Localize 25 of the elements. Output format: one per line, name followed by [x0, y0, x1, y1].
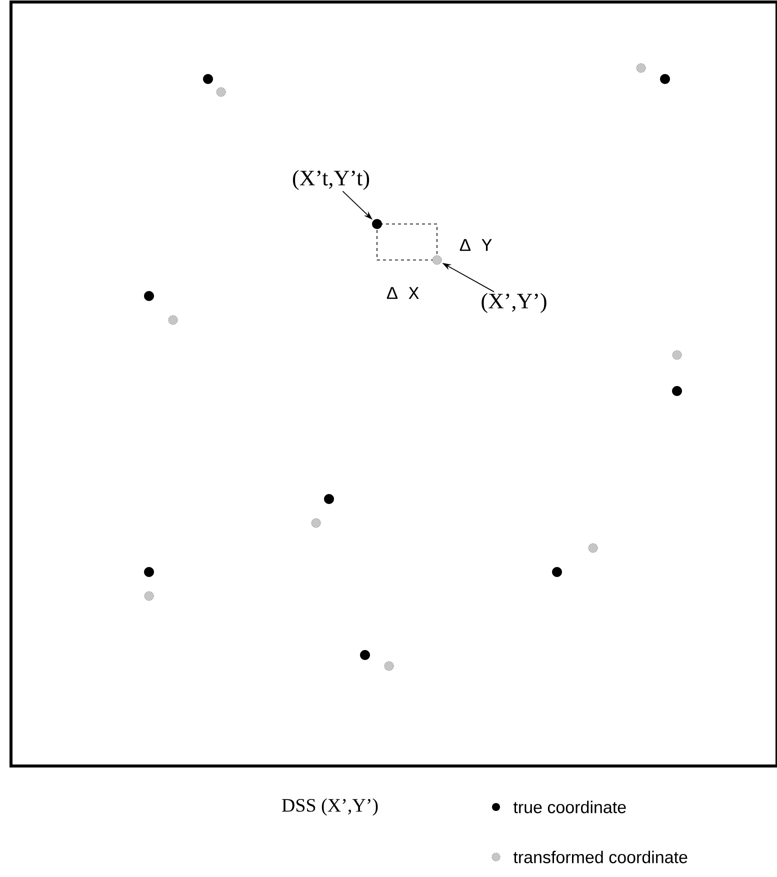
legend-text: true coordinate	[513, 800, 626, 814]
coordinate-label: (X’,Y’)	[482, 293, 546, 313]
transformed-point	[384, 661, 394, 671]
transformed-point	[672, 350, 682, 360]
true-point	[144, 567, 154, 577]
transformed-point	[311, 518, 321, 528]
plot-caption: DSS (X’,Y’)	[282, 798, 378, 816]
true-point	[203, 74, 213, 84]
transformed-point	[636, 63, 646, 73]
true-point	[552, 567, 562, 577]
transformed-point	[588, 543, 598, 553]
transformed-point	[216, 87, 226, 97]
transformed-point	[432, 255, 442, 265]
transformed-point	[168, 315, 178, 325]
delta-label: Δ X	[386, 287, 419, 299]
delta-label: Δ Y	[460, 239, 492, 251]
transformed-point	[144, 591, 154, 601]
true-point	[360, 650, 370, 660]
legend-text: transformed coordinate	[513, 850, 688, 864]
coordinate-label: (X’t,Y’t)	[292, 170, 370, 190]
true-point	[324, 494, 334, 504]
true-point	[144, 291, 154, 301]
true-point	[660, 74, 670, 84]
true-point	[672, 386, 682, 396]
true-point	[372, 219, 382, 229]
